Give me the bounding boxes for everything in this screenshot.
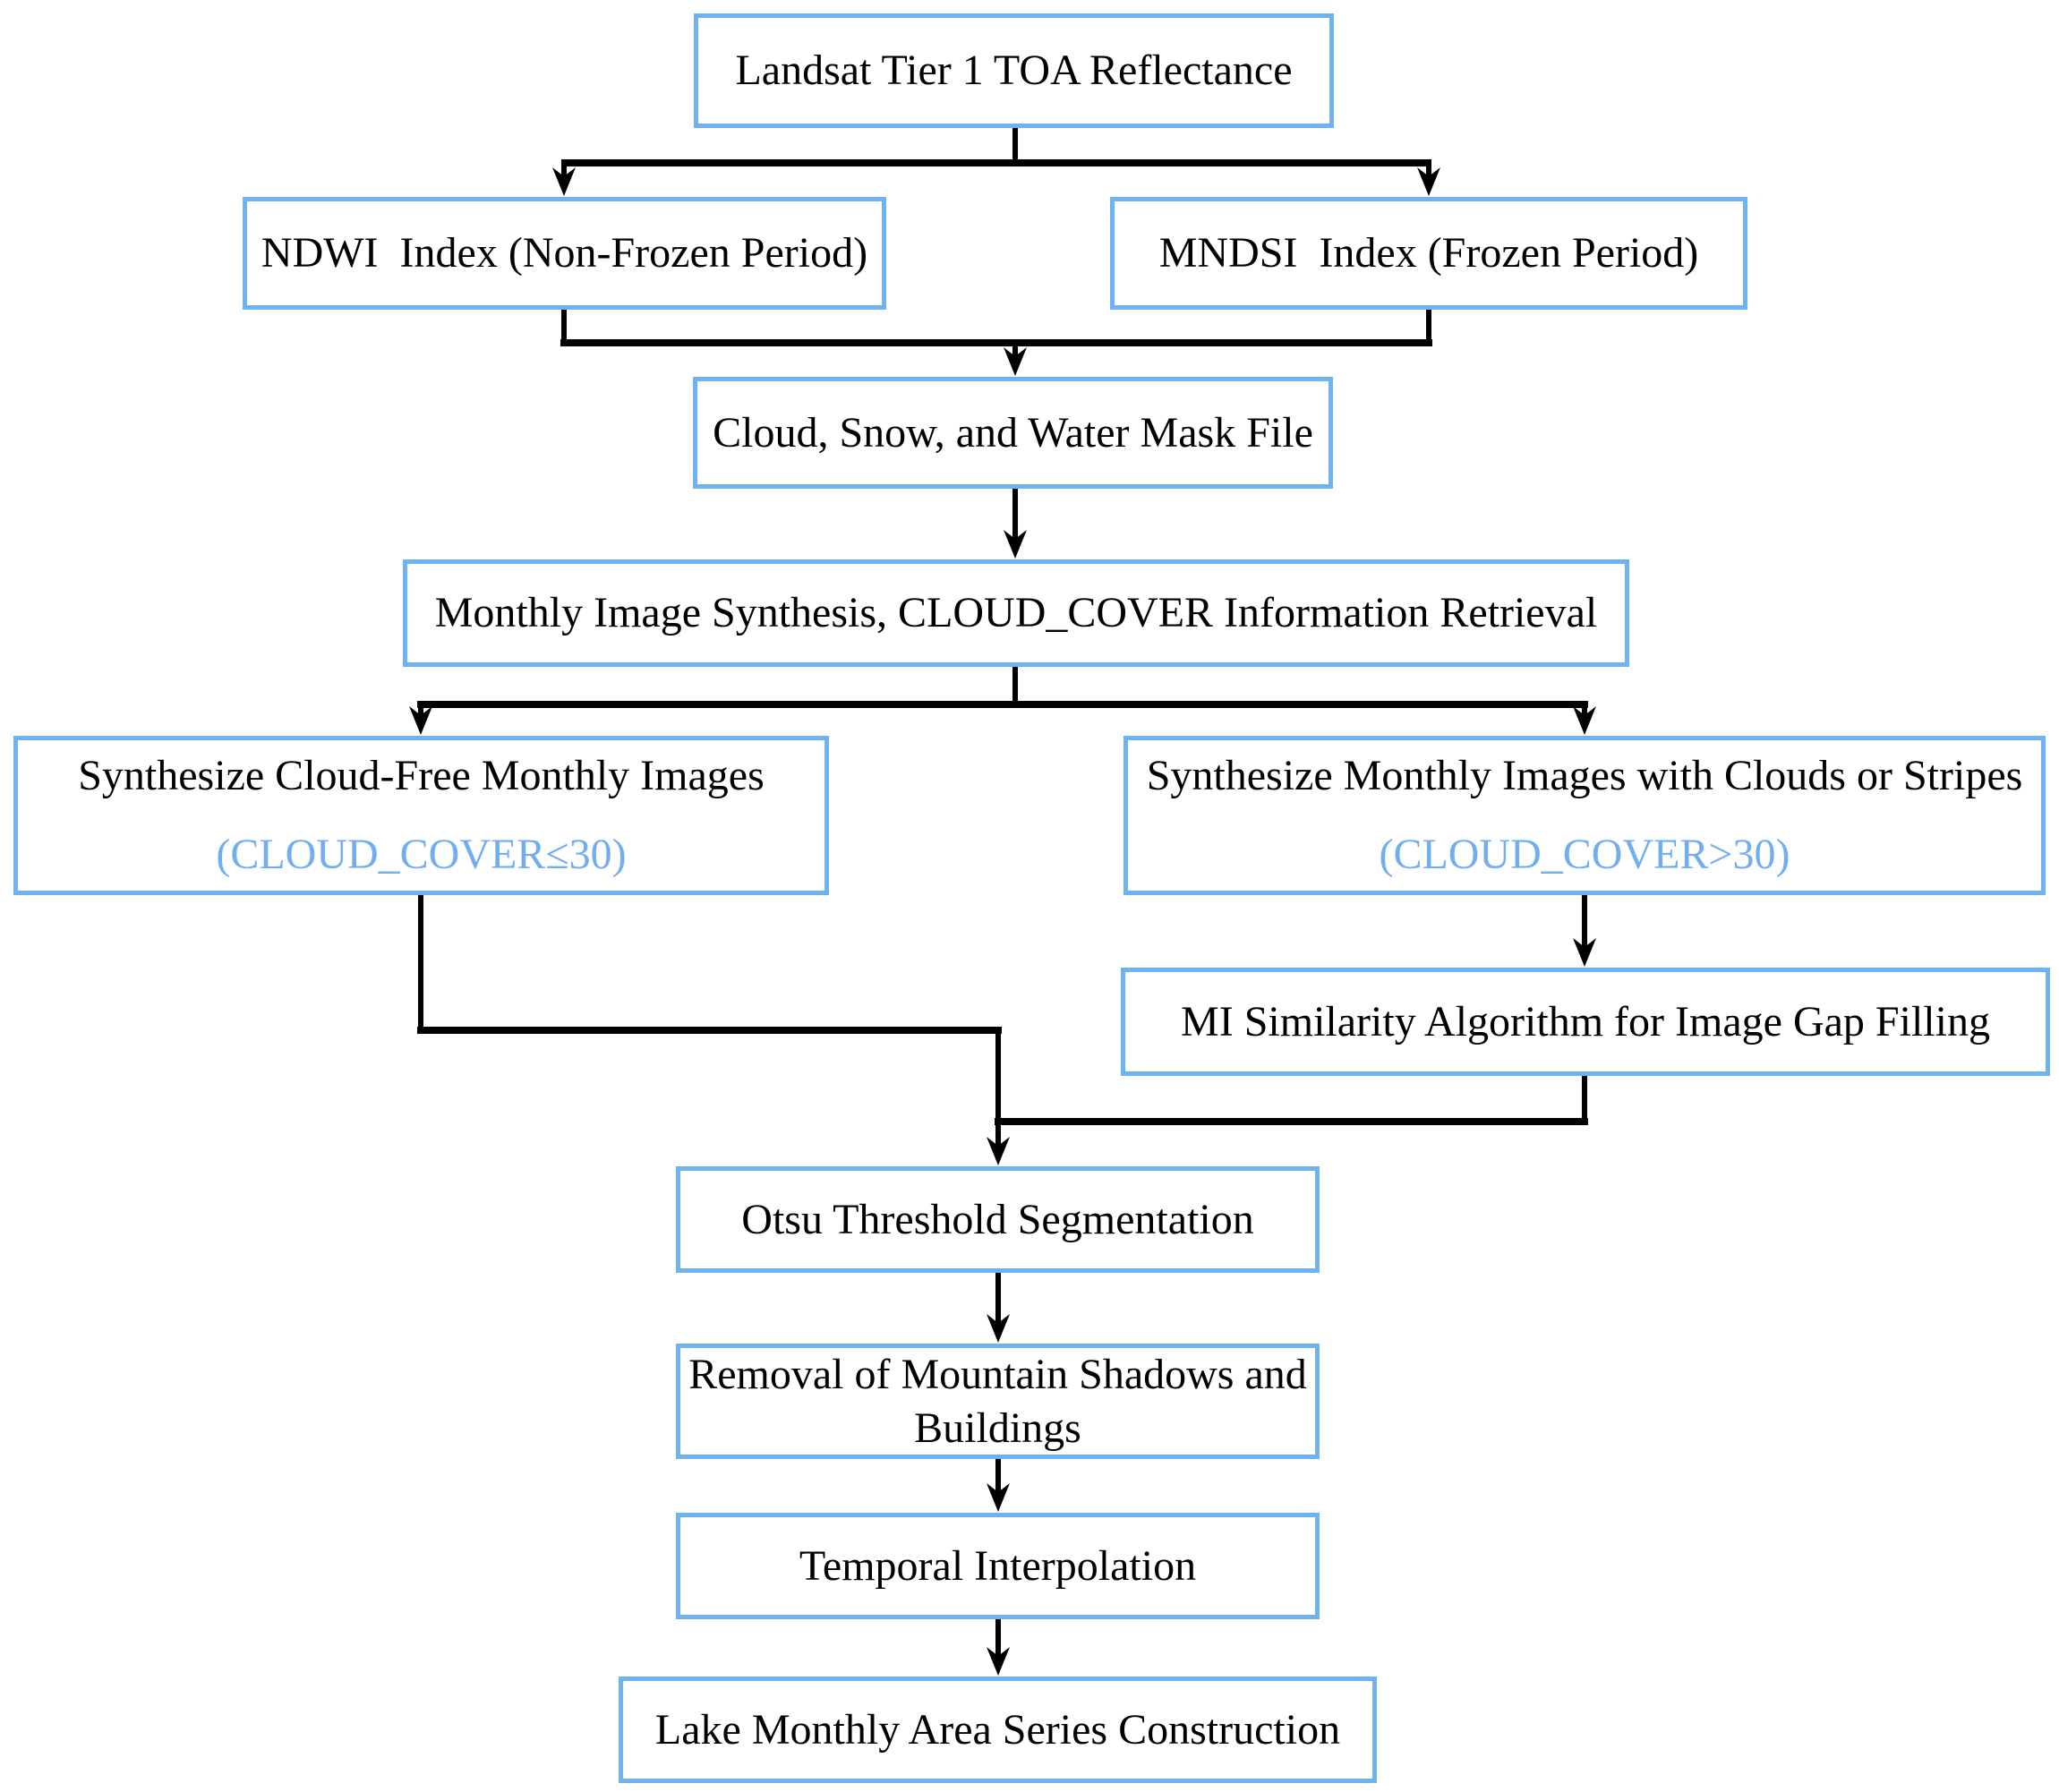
arrow-down-icon xyxy=(987,1314,1010,1343)
node-label: Removal of Mountain Shadows and Building… xyxy=(688,1350,1318,1452)
connector-lines xyxy=(417,128,1588,1659)
arrow-down-icon xyxy=(409,706,432,735)
node-landsat-tier1-toa-reflectance: Landsat Tier 1 TOA Reflectance xyxy=(694,13,1334,128)
node-sublabel-cloud-cover-condition: (CLOUD_COVER>30) xyxy=(1379,831,1790,878)
arrow-down-icon xyxy=(1417,167,1440,196)
node-monthly-image-synthesis: Monthly Image Synthesis, CLOUD_COVER Inf… xyxy=(403,559,1629,667)
node-label: Otsu Threshold Segmentation xyxy=(741,1195,1254,1243)
node-label: Monthly Image Synthesis, CLOUD_COVER Inf… xyxy=(434,589,1598,636)
node-removal-mountain-shadows: Removal of Mountain Shadows and Building… xyxy=(676,1344,1320,1459)
node-label: MNDSI Index (Frozen Period) xyxy=(1158,229,1699,277)
node-label: NDWI Index (Non-Frozen Period) xyxy=(261,229,868,277)
node-label: Cloud, Snow, and Water Mask File xyxy=(713,408,1313,457)
node-mi-similarity-gap-filling: MI Similarity Algorithm for Image Gap Fi… xyxy=(1121,968,2050,1076)
node-sublabel-cloud-cover-condition: (CLOUD_COVER≤30) xyxy=(216,831,627,878)
node-temporal-interpolation: Temporal Interpolation xyxy=(676,1513,1320,1619)
node-label: Lake Monthly Area Series Construction xyxy=(654,1705,1341,1754)
arrow-down-icon xyxy=(1573,706,1596,735)
arrow-down-icon xyxy=(987,1647,1010,1676)
arrow-down-icon xyxy=(1573,938,1596,967)
node-otsu-threshold-segmentation: Otsu Threshold Segmentation xyxy=(676,1166,1320,1273)
arrow-down-icon xyxy=(1004,530,1027,559)
arrow-down-icon xyxy=(987,1137,1010,1165)
node-label: Temporal Interpolation xyxy=(799,1541,1197,1590)
node-lake-monthly-area-series: Lake Monthly Area Series Construction xyxy=(619,1677,1377,1783)
node-synthesize-images-with-clouds: Synthesize Monthly Images with Clouds or… xyxy=(1123,736,2046,895)
arrow-down-icon xyxy=(987,1483,1010,1512)
arrow-down-icon xyxy=(552,167,576,196)
node-mndsi-index: MNDSI Index (Frozen Period) xyxy=(1110,197,1747,310)
arrow-down-icon xyxy=(1004,347,1027,376)
node-label: Synthesize Cloud-Free Monthly Images xyxy=(78,752,765,799)
node-label: MI Similarity Algorithm for Image Gap Fi… xyxy=(1181,997,1990,1045)
arrowheads xyxy=(409,167,1596,1676)
node-cloud-snow-water-mask: Cloud, Snow, and Water Mask File xyxy=(693,377,1333,489)
node-ndwi-index: NDWI Index (Non-Frozen Period) xyxy=(243,197,886,310)
node-label: Synthesize Monthly Images with Clouds or… xyxy=(1146,752,2023,799)
node-synthesize-cloud-free-images: Synthesize Cloud-Free Monthly Images (CL… xyxy=(13,736,829,895)
node-label: Landsat Tier 1 TOA Reflectance xyxy=(735,47,1293,94)
